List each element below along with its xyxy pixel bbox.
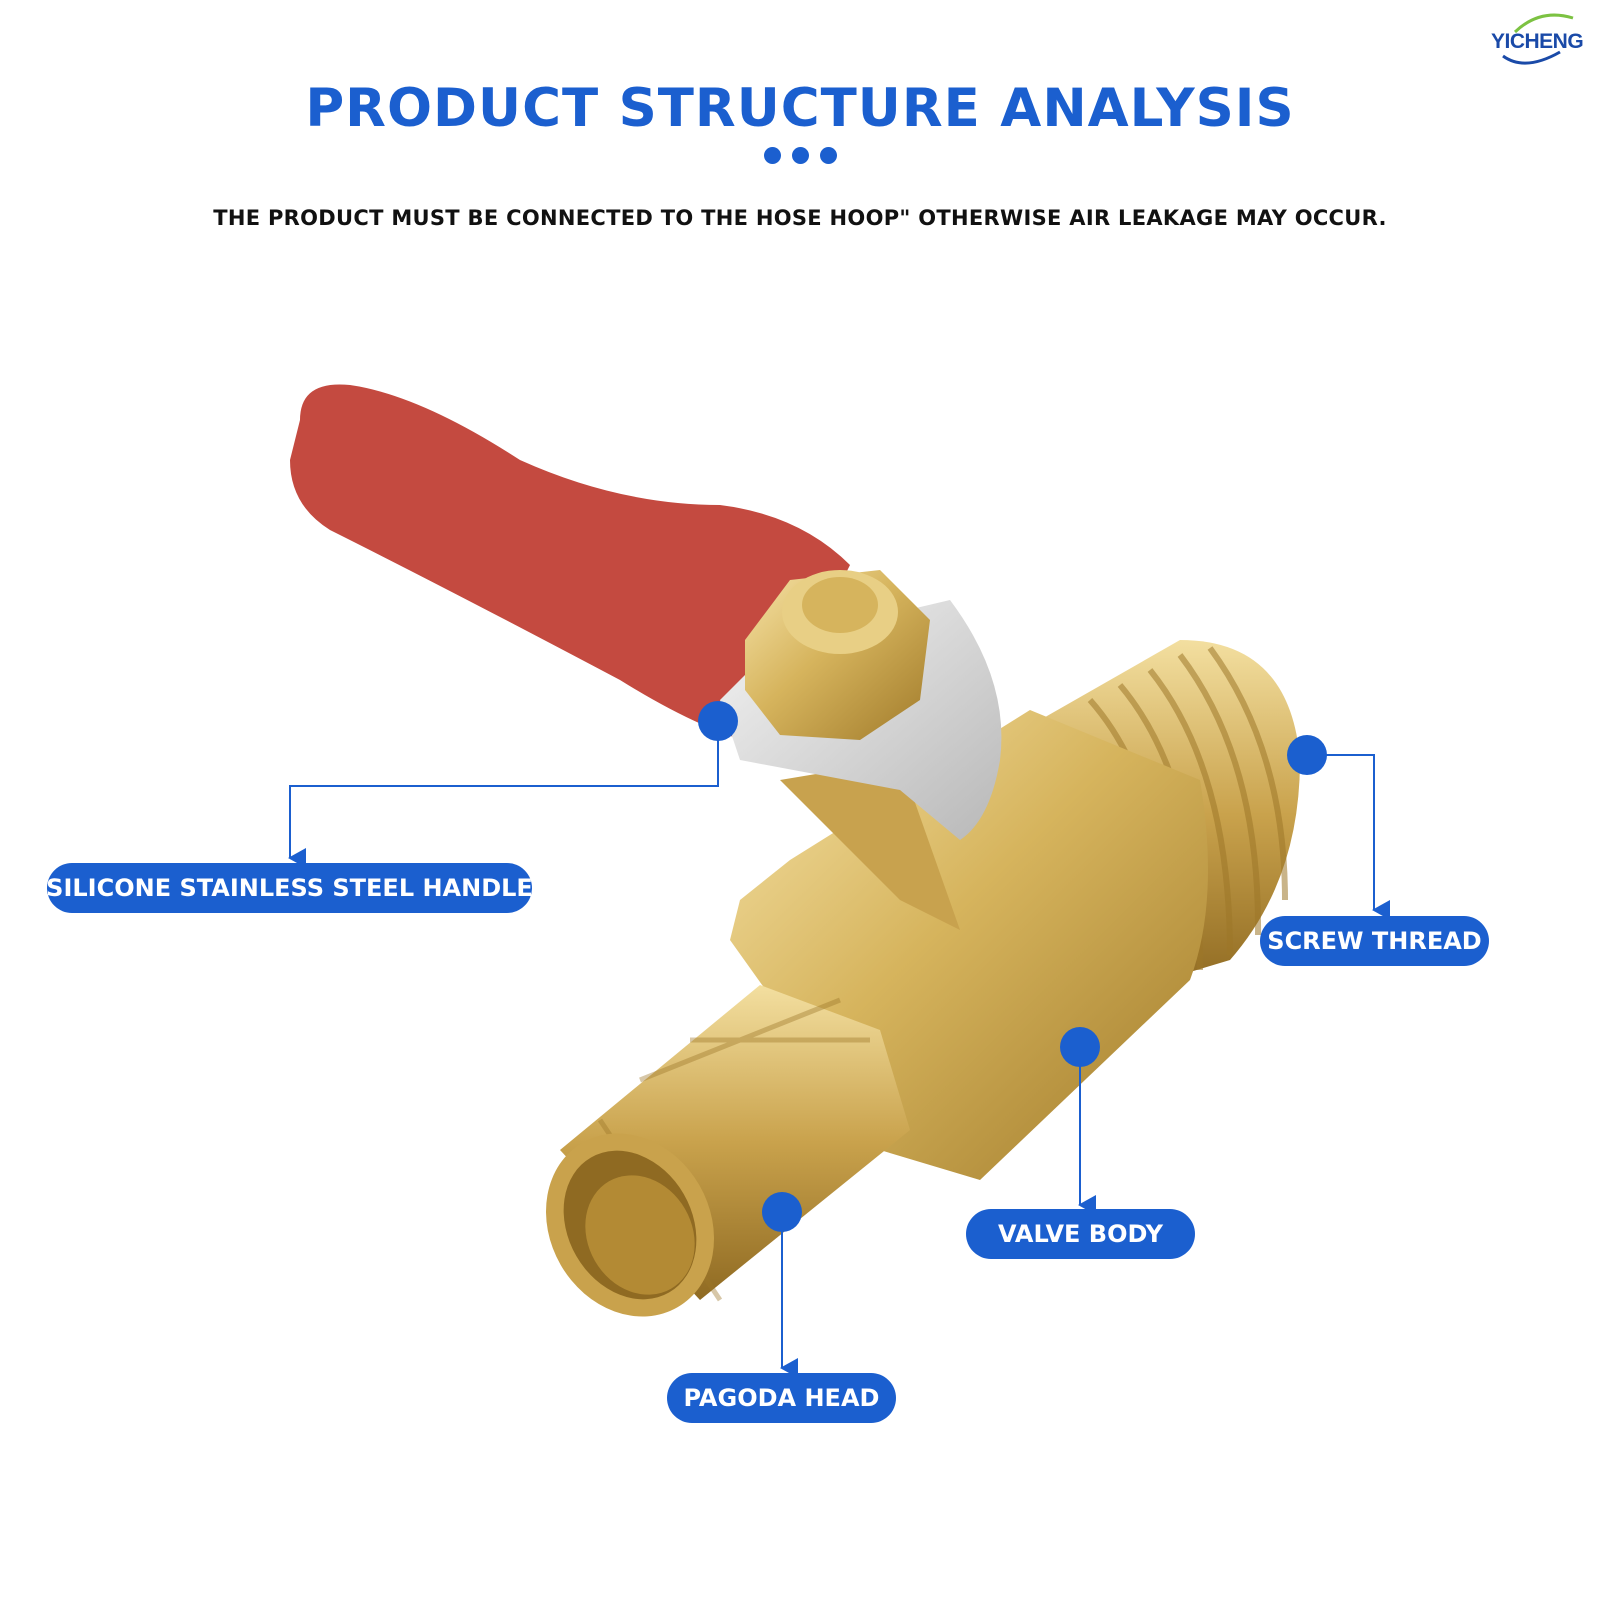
page-title: PRODUCT STRUCTURE ANALYSIS bbox=[305, 78, 1295, 139]
pagoda-marker-dot bbox=[762, 1192, 802, 1232]
thread-leader-line bbox=[1307, 754, 1390, 920]
handle-marker-dot bbox=[698, 701, 738, 741]
red-handle bbox=[290, 384, 850, 745]
callout-label-screw-thread: SCREW THREAD bbox=[1260, 916, 1489, 966]
logo-swoosh-icon bbox=[1502, 13, 1574, 65]
hex-nut bbox=[745, 570, 930, 740]
callout-label-handle: SILICONE STAINLESS STEEL HANDLE bbox=[46, 863, 533, 913]
callout-lines bbox=[288, 721, 1390, 1378]
yicheng-logo: YICHENG bbox=[1485, 10, 1595, 70]
callout-label-pagoda-head: PAGODA HEAD bbox=[667, 1373, 896, 1423]
handle-leader-line bbox=[288, 721, 719, 868]
thread-marker-dot bbox=[1287, 735, 1327, 775]
page-subtitle: THE PRODUCT MUST BE CONNECTED TO THE HOS… bbox=[213, 206, 1387, 230]
pagoda-head bbox=[545, 985, 910, 1317]
callout-label-valve-body: VALVE BODY bbox=[966, 1209, 1195, 1259]
body-marker-dot bbox=[1060, 1027, 1100, 1067]
title-dots-decoration bbox=[764, 147, 837, 164]
logo-text: YICHENG bbox=[1491, 30, 1584, 53]
